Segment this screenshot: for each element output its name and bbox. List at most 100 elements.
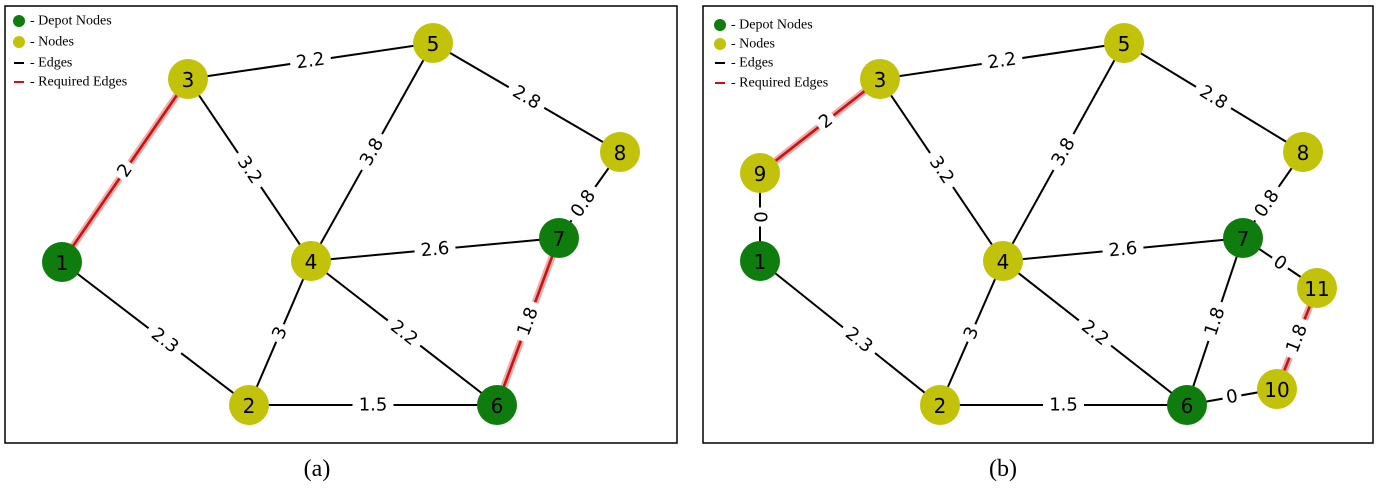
node-label: 1	[56, 251, 69, 275]
edge-weight-label: 1.5	[352, 394, 394, 416]
legend-depot-marker	[13, 15, 25, 27]
node-label: 9	[754, 162, 767, 186]
node-circle	[413, 23, 453, 63]
legend-node-marker	[13, 36, 25, 48]
edge-weight-label: 0.8	[1246, 180, 1288, 227]
node-9: 9	[740, 153, 780, 193]
edge-weight-bg	[1220, 384, 1244, 410]
legend-required-label: - Required Edges	[731, 76, 828, 91]
node-8: 8	[600, 132, 640, 172]
edge-weight-bg	[1043, 394, 1084, 416]
edge-weight-label: 2.6	[1101, 236, 1145, 263]
node-7: 7	[539, 218, 579, 258]
edge-weight-bg	[503, 77, 550, 118]
node-3: 3	[860, 59, 900, 99]
node-circle	[1104, 23, 1144, 63]
depot-node-circle	[740, 241, 780, 281]
node-circle	[920, 385, 960, 425]
edge-weight-bg	[562, 180, 605, 227]
edge-weight-label: 2	[110, 156, 140, 185]
node-label: 6	[491, 394, 504, 418]
node-circle	[291, 241, 331, 281]
node-4: 4	[291, 241, 331, 281]
edge-weight-bg	[920, 146, 963, 194]
node-circle	[740, 153, 780, 193]
node-label: 2	[243, 394, 256, 418]
edge-weight-text: 0	[1225, 386, 1240, 409]
edge-weight-text: 1.5	[1049, 395, 1078, 416]
node-6: 6	[477, 385, 517, 425]
edge-weight-label: 0	[1220, 384, 1244, 410]
panel-a-legend: - Depot Nodes - Nodes - Edges - Required…	[13, 14, 127, 90]
edge-weight-bg	[266, 319, 294, 347]
node-label: 6	[1181, 394, 1194, 418]
edge-weight-bg	[1072, 311, 1118, 355]
node-label: 3	[182, 68, 195, 92]
edge-weight-text: 0	[750, 211, 771, 222]
legend-depot-label: - Depot Nodes	[731, 18, 813, 33]
node-circle	[1297, 268, 1337, 308]
panel-b: - Depot Nodes - Nodes - Edges - Required…	[702, 5, 1374, 482]
edge-weight-bg	[288, 47, 333, 75]
legend-edge-label: - Edges	[731, 56, 773, 71]
edge-weight-bg	[1043, 128, 1084, 176]
edge-weight-label: 2.6	[413, 236, 457, 263]
node-6: 6	[1167, 385, 1207, 425]
edge-weight-bg	[510, 298, 546, 345]
edge-weight-bg	[1198, 298, 1232, 345]
node-7: 7	[1223, 218, 1263, 258]
depot-node-circle	[477, 385, 517, 425]
node-8: 8	[1283, 132, 1323, 172]
legend-required-label: - Required Edges	[30, 75, 127, 90]
node-11: 11	[1297, 268, 1337, 308]
node-label: 10	[1264, 378, 1289, 402]
node-2: 2	[229, 385, 269, 425]
node-label: 8	[614, 141, 627, 165]
node-1: 1	[42, 242, 82, 282]
node-3: 3	[168, 59, 208, 99]
node-5: 5	[413, 23, 453, 63]
node-circle	[168, 59, 208, 99]
node-circle	[1283, 132, 1323, 172]
node-label: 4	[997, 250, 1010, 274]
edge-weight-bg	[957, 319, 986, 347]
node-circle	[1257, 369, 1297, 409]
edge-weight-text: 2.6	[1108, 238, 1139, 262]
edge-weight-label: 2	[811, 106, 841, 136]
edge-weight-bg	[381, 311, 427, 355]
node-label: 7	[1237, 227, 1250, 251]
edge-weight-label: 1.5	[1043, 394, 1084, 416]
node-5: 5	[1104, 23, 1144, 63]
edge-weight-bg	[811, 106, 841, 136]
legend-node-marker	[714, 38, 726, 50]
edge-weight-bg	[413, 236, 457, 263]
node-label: 5	[1118, 32, 1131, 56]
legend-node-label: - Nodes	[30, 35, 74, 50]
edge-weight-bg	[980, 47, 1024, 75]
node-circle	[983, 241, 1023, 281]
legend-edge-label: - Edges	[30, 56, 72, 71]
node-10: 10	[1257, 369, 1297, 409]
edge-weight-bg	[110, 156, 140, 185]
edge-weight-label: 3	[266, 319, 294, 347]
edge-weight-bg	[1279, 315, 1315, 362]
node-label: 7	[553, 227, 566, 251]
edge-weight-label: 2.2	[1072, 311, 1118, 355]
node-circle	[600, 132, 640, 172]
legend-node-label: - Nodes	[731, 37, 775, 52]
node-label: 4	[305, 250, 318, 274]
node-4: 4	[983, 241, 1023, 281]
node-label: 2	[934, 394, 947, 418]
node-label: 11	[1304, 277, 1329, 301]
edge-weight-text: 2.2	[986, 49, 1017, 74]
edge-weight-bg	[1246, 180, 1288, 227]
edge-weight-label: 0	[1265, 248, 1295, 278]
edge-weight-bg	[749, 207, 771, 227]
node-label: 3	[874, 68, 887, 92]
panel-a: - Depot Nodes - Nodes - Edges - Required…	[4, 5, 678, 482]
edge-weight-bg	[1265, 248, 1295, 278]
edge-weight-text: 2.2	[295, 49, 326, 74]
